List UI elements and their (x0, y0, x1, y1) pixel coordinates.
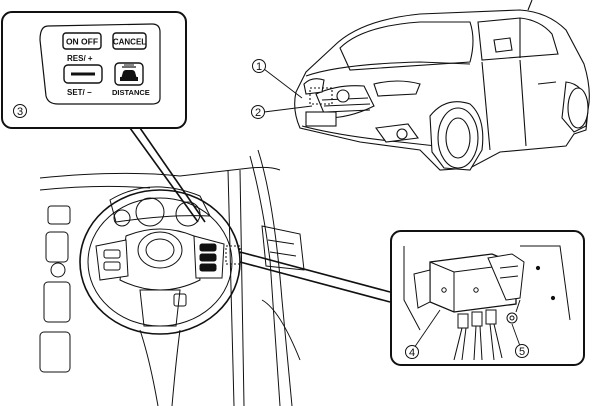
distance-label: DISTANCE (112, 88, 150, 97)
callout-1: 1 (256, 61, 262, 73)
inset-switch-detail: ON OFF CANCEL RES/ + SET/ − DISTANCE 3 (1, 11, 187, 129)
callout-4: 4 (409, 347, 415, 359)
vehicle-illustration (294, 0, 590, 171)
leader-control-unit (239, 251, 391, 303)
res-plus-label: RES/ + (67, 54, 93, 63)
switch-housing (39, 23, 161, 105)
cancel-label: CANCEL (113, 38, 146, 47)
cancel-button (112, 32, 147, 50)
on-off-label: ON OFF (66, 37, 98, 47)
dashboard-illustration (39, 149, 305, 406)
callout-3: 3 (17, 106, 23, 118)
distance-car-icon (120, 64, 138, 81)
set-minus-label: SET/ − (67, 88, 92, 97)
on-off-button (62, 32, 102, 50)
callout-group-1-2: 1 2 (251, 59, 313, 119)
inset-control-unit: 4 5 (390, 230, 585, 366)
callout-5: 5 (519, 346, 525, 358)
callout-2: 2 (255, 107, 261, 119)
